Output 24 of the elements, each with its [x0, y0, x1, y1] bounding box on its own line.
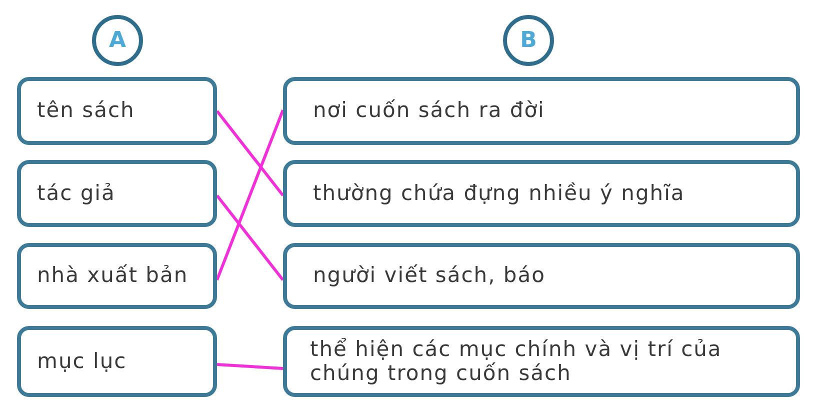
card-text: người viết sách, báo [313, 264, 546, 288]
card-text: nhà xuất bản [37, 264, 190, 288]
term-card [17, 160, 217, 227]
column-letter: A [108, 30, 126, 52]
card-text: thường chứa đựng nhiều ý nghĩa [313, 182, 686, 206]
definition-card [283, 77, 800, 145]
term-card [17, 243, 217, 309]
card-text: thể hiện các mục chính và vị trí của chúng trong cuốn sách [310, 338, 723, 386]
connector-line [216, 363, 284, 370]
connector-line [216, 194, 284, 281]
card-text: tên sách [37, 99, 136, 123]
definition-card [283, 326, 800, 397]
card-text: mục lục [37, 350, 128, 374]
column-letter: B [520, 30, 537, 52]
definition-card [283, 243, 800, 309]
column-heading-circle [92, 15, 143, 66]
connector-line [216, 109, 284, 281]
card-text: nơi cuốn sách ra đời [313, 99, 546, 123]
term-card [17, 326, 217, 397]
column-heading-circle [503, 15, 554, 66]
connector-line [216, 110, 284, 196]
definition-card [283, 160, 800, 227]
term-card [17, 77, 217, 145]
card-text: tác giả [37, 182, 116, 206]
